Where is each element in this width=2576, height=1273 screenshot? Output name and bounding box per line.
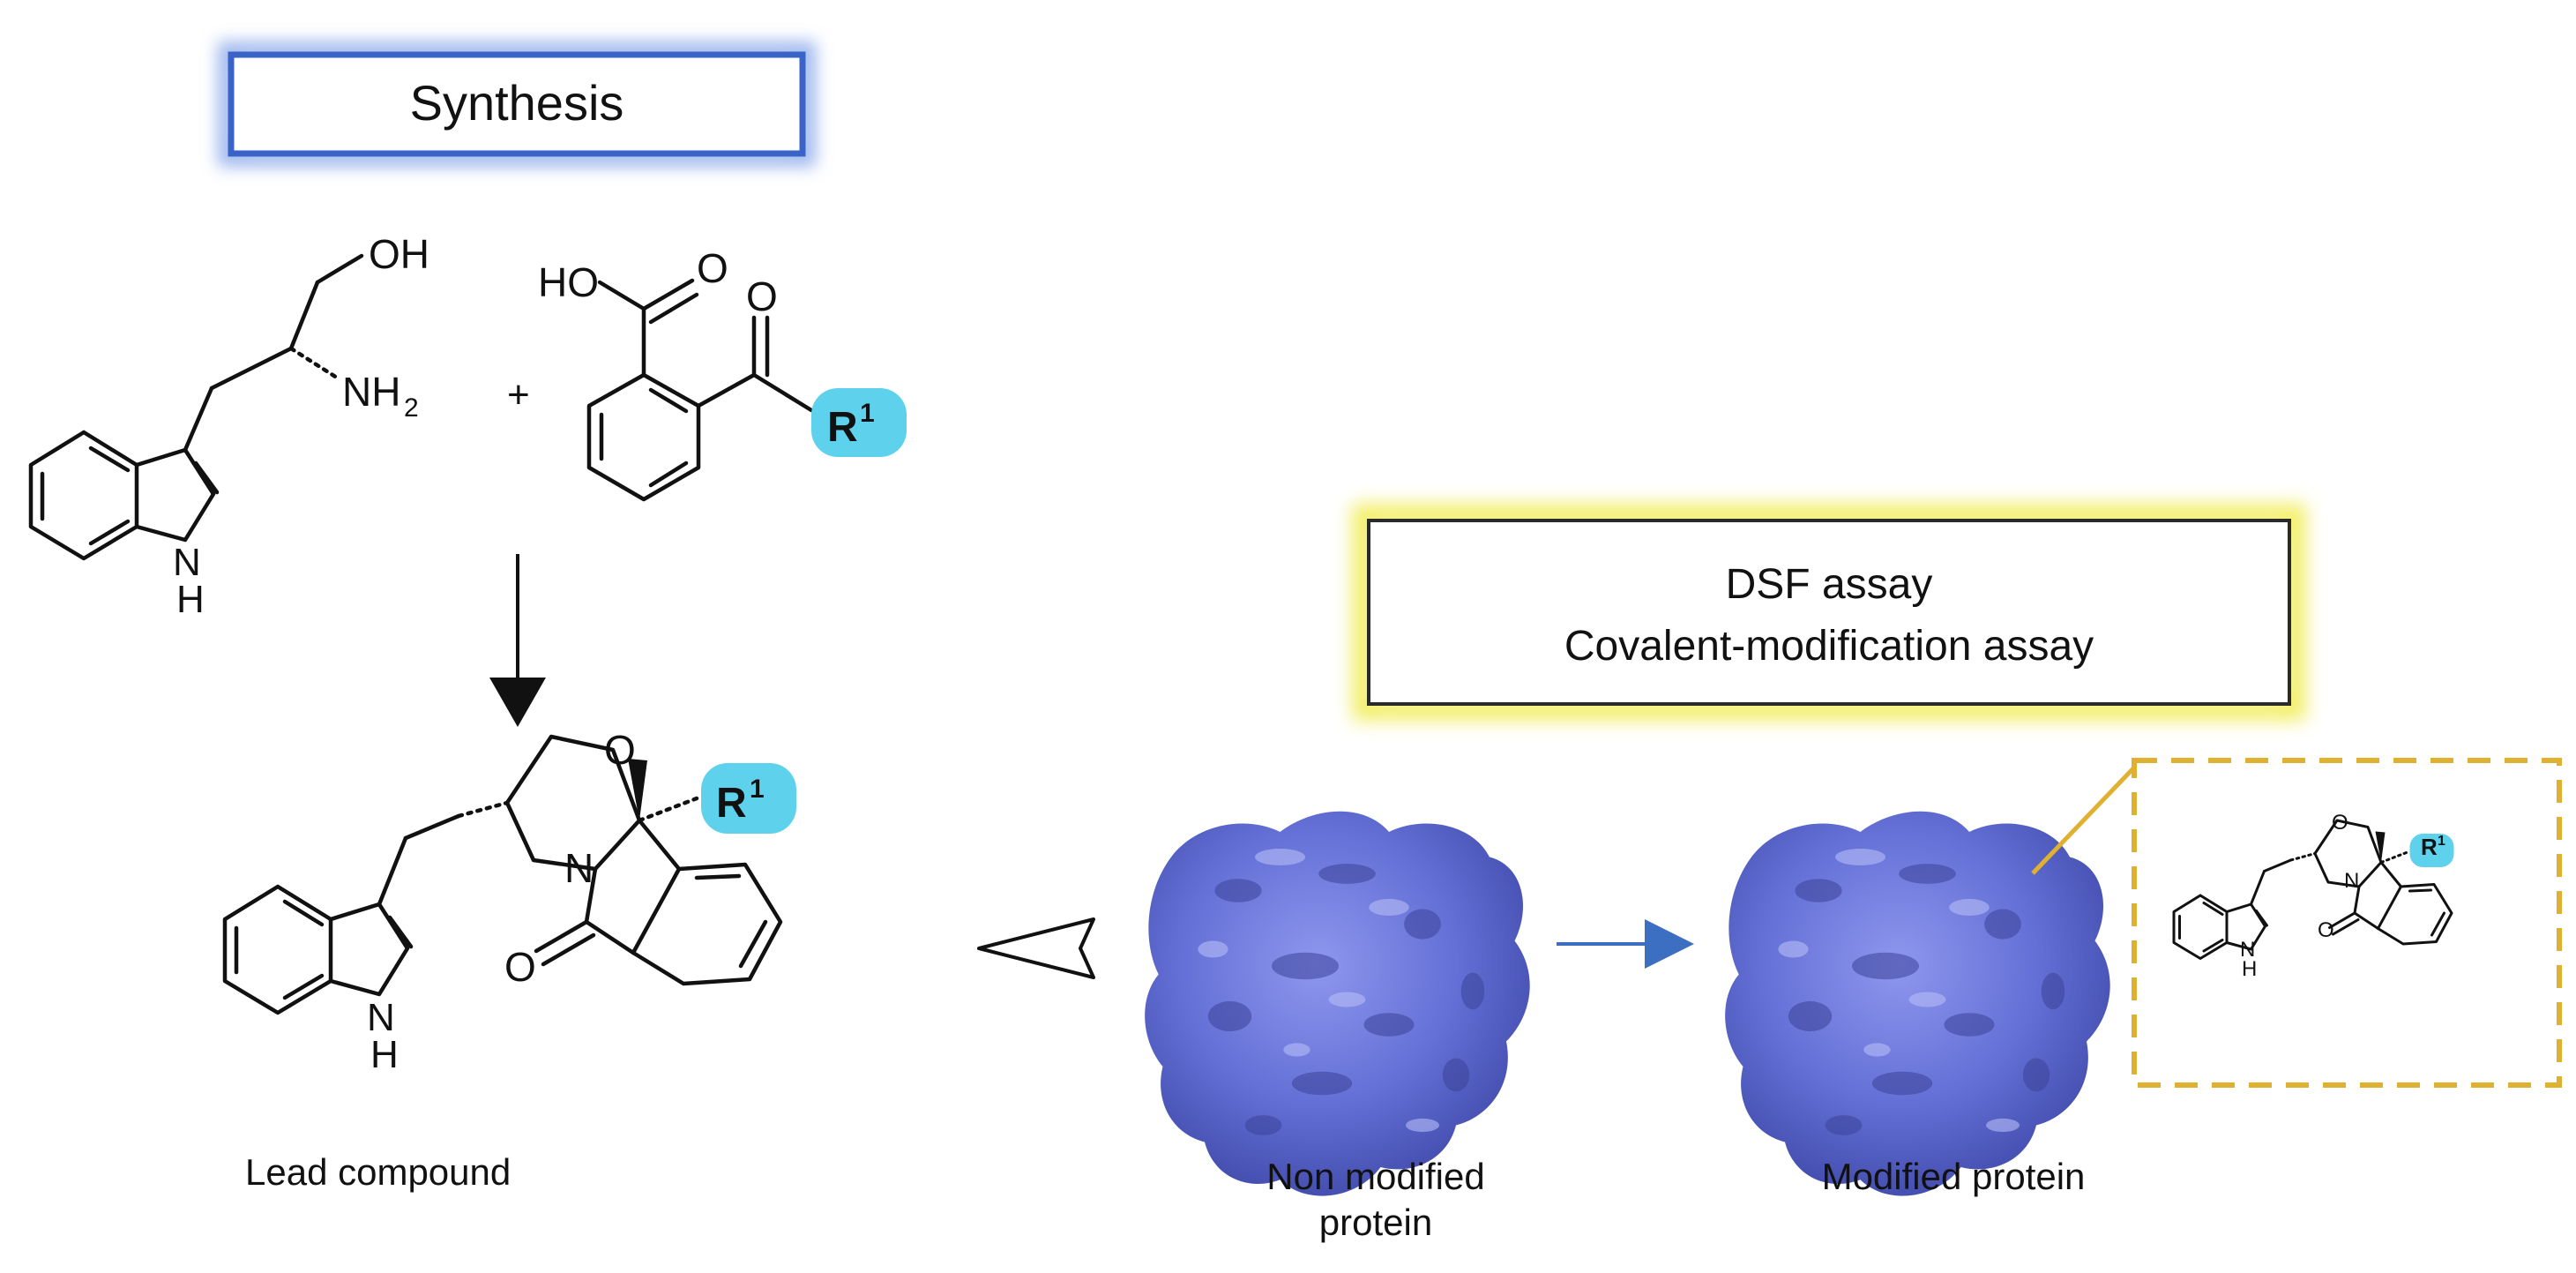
modified-caption: Modified protein [1822,1156,2086,1197]
synthesis-box: Synthesis [218,41,816,167]
hydroxyl-label: OH [369,231,429,277]
acid-o-label: O [697,245,728,291]
lead-indole-h: H [370,1033,399,1076]
amine-subscript: 2 [404,393,419,423]
assay-box-frame [1367,519,2291,706]
r-group-superscript: 1 [860,399,875,428]
acid-ho-label: HO [538,259,599,305]
assay-box: DSF assay Covalent-modification assay [1352,504,2306,721]
synthesis-box-frame [228,51,806,157]
inset-r1-highlight [2409,834,2454,867]
assay-box-glow [1352,504,2306,721]
r-group-label: R [827,404,858,451]
inset-n: N [2344,869,2359,893]
r1-highlight [811,388,907,457]
lead-caption: Lead compound [245,1151,511,1193]
non-modified-caption-1: Non modified [1266,1156,1484,1197]
inset-nh-n: N [2240,938,2255,962]
inset-r-group: R [2421,834,2438,860]
stereo-wedge [628,759,647,820]
synthesis-box-glow [218,41,816,167]
inset-connector [2031,766,2136,875]
inset-box [2132,758,2562,1088]
lead-r-group: R [716,780,747,827]
reactant-tryptophanol: OH NH 2 N H [28,231,429,621]
inset-nh-h: H [2242,957,2257,981]
assay-line-2: Covalent-modification assay [1564,623,2094,670]
inset-o: O [2332,811,2348,835]
modified-protein [1725,811,2110,1196]
inset-compound [2172,819,2454,960]
inset-lactam-o: O [2318,918,2334,942]
ketone-o-label: O [746,273,778,319]
amine-label: NH [342,369,400,415]
indole-h-label: H [176,578,205,621]
lead-r-superscript: 1 [750,775,765,804]
plus-sign: + [507,373,530,416]
lead-r1-highlight [701,763,796,834]
reactant-acylbenzoic-acid: HO O O R 1 [538,245,907,502]
non-modified-caption-2: protein [1319,1202,1432,1243]
hollow-arrow [977,917,1095,979]
inset-r-superscript: 1 [2438,834,2445,849]
synthesis-title: Synthesis [410,75,624,131]
non-modified-protein [1145,811,1530,1196]
indole-n-label: N [173,541,201,584]
lead-compound-structure: O N O N H R 1 [222,727,796,1076]
lead-ring-n: N [564,845,594,891]
lead-ring-o: O [604,727,636,773]
lead-lactam-o: O [504,944,536,990]
assay-line-1: DSF assay [1726,561,1933,608]
lead-indole-n: N [367,996,395,1039]
